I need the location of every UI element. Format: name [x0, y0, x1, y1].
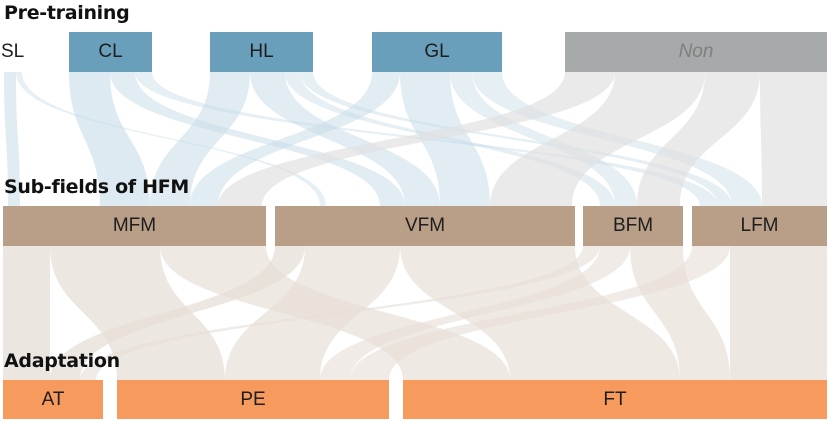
bar-pe — [117, 380, 389, 419]
node-cl: CL — [69, 32, 152, 72]
bar-ft — [403, 380, 827, 419]
node-vfm-label: VFM — [404, 215, 446, 236]
link-non-bfm — [637, 72, 760, 206]
node-bars — [3, 32, 827, 419]
node-ft-label: FT — [603, 388, 627, 410]
node-mfm: MFM — [3, 206, 266, 246]
node-lfm-label: LFM — [740, 215, 779, 236]
node-bfm-label: BFM — [612, 215, 654, 236]
node-at: AT — [3, 380, 103, 419]
bar-cl — [69, 32, 152, 72]
node-pe-label: PE — [240, 388, 266, 410]
node-hl-label: HL — [249, 41, 274, 62]
node-at-label: AT — [41, 388, 65, 410]
node-pe: PE — [117, 380, 389, 419]
link-lfm-ft — [730, 246, 827, 380]
link-non-vfm — [490, 72, 705, 206]
bar-mfm — [3, 206, 266, 246]
node-sl-label: SL — [1, 41, 25, 62]
link-sl-mfm — [4, 72, 20, 206]
link-bfm-ft — [630, 246, 730, 380]
link-hl-mfm — [150, 72, 250, 206]
link-cl-vfm — [110, 72, 405, 206]
link-gl-mfm — [190, 72, 400, 206]
link-hl-vfm — [250, 72, 440, 206]
bar-gl — [372, 32, 502, 72]
link-vfm-pe — [225, 246, 400, 380]
node-non: Non — [565, 32, 827, 72]
stage-label-subfields: Sub-fields of HFM — [4, 176, 190, 198]
node-mfm-label: MFM — [112, 215, 157, 236]
link-non-lfm — [760, 72, 827, 206]
flow-links — [3, 72, 827, 380]
link-mfm-at — [3, 246, 50, 380]
link-gl-bfm — [450, 72, 637, 206]
node-vfm: VFM — [275, 206, 575, 246]
node-sl: SL — [0, 32, 25, 72]
link-gl-vfm — [400, 72, 490, 206]
node-cl-label: CL — [98, 41, 123, 62]
node-ft: FT — [403, 380, 827, 419]
bar-lfm — [692, 206, 827, 246]
link-bfm-at — [80, 246, 600, 380]
link-mfm-pe — [50, 246, 225, 380]
link-vfm-at — [50, 246, 305, 380]
node-gl: GL — [372, 32, 502, 72]
stage-label-adaptation: Adaptation — [4, 350, 120, 372]
link-non-mfm — [218, 72, 615, 206]
node-lfm: LFM — [692, 206, 827, 246]
link-sl-vfm — [16, 72, 326, 206]
bar-hl — [210, 32, 313, 72]
node-non-label: Non — [678, 41, 714, 62]
bar-vfm — [275, 206, 575, 246]
link-lfm-pe — [350, 246, 730, 380]
node-gl-label: GL — [424, 41, 450, 62]
bar-non — [565, 32, 827, 72]
link-bfm-pe — [320, 246, 630, 380]
link-cl-mfm — [69, 72, 150, 206]
link-hl-lfm — [300, 72, 732, 206]
node-bfm: BFM — [583, 206, 683, 246]
bar-at — [3, 380, 103, 419]
node-hl: HL — [210, 32, 313, 72]
stage-label-pretraining: Pre-training — [4, 2, 130, 24]
bar-bfm — [583, 206, 683, 246]
